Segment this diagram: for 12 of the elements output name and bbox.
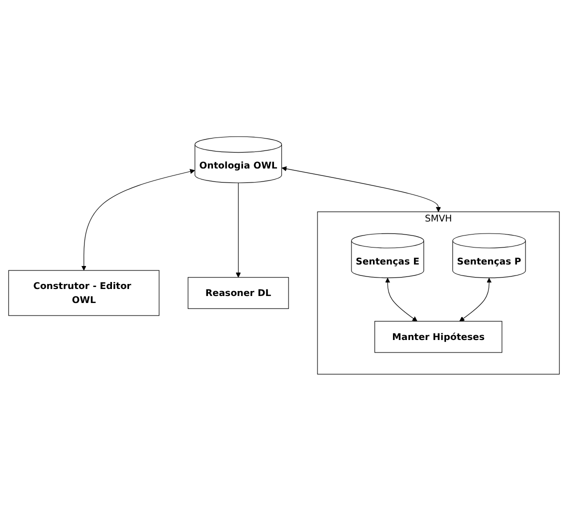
arrow [235, 182, 240, 278]
process-box: Manter Hipóteses [374, 320, 502, 352]
arrow [281, 166, 440, 212]
database-cylinder: Sentenças P [452, 232, 526, 278]
arrow [384, 277, 417, 322]
process-box: Construtor - Editor OWL [8, 270, 159, 316]
group-title: SMVH [424, 212, 452, 226]
process-box: Reasoner DL [187, 276, 288, 308]
database-cylinder: Ontologia OWL [194, 136, 282, 183]
database-cylinder: Sentenças E [350, 232, 424, 278]
arrow [80, 168, 194, 270]
arrow [458, 277, 492, 322]
